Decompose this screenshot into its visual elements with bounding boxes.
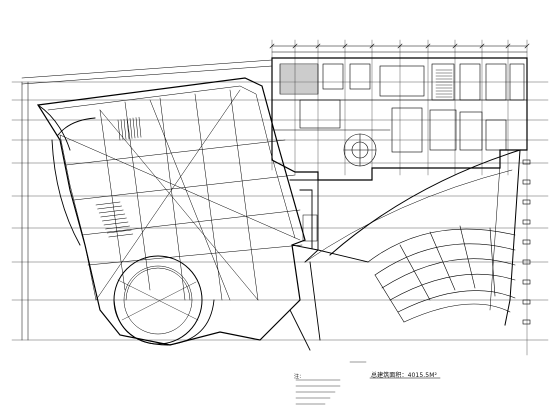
left-curved-facade [37, 104, 96, 246]
left-dimension [21, 81, 29, 341]
horizontal-grid-lines [11, 81, 549, 341]
right-curved-wing [304, 149, 521, 326]
right-block-inner-hatch [279, 65, 453, 98]
top-dimension-ticks [269, 43, 530, 49]
stair-left [95, 116, 142, 238]
lower-edge [289, 244, 369, 351]
right-block-outline [271, 57, 528, 181]
top-dimension-lines [21, 45, 528, 85]
right-columns [522, 159, 531, 325]
spiral-rotunda [113, 255, 215, 346]
fan-seating [367, 225, 516, 323]
vertical-grid-lines [271, 39, 528, 356]
note-label: 注： [294, 374, 305, 380]
notes-block [295, 361, 441, 405]
total-area-label: 总建筑面积：4015.5M² [371, 372, 437, 379]
left-block-inner [47, 85, 303, 301]
central-spiral-stair [343, 133, 377, 167]
connecting-corridor [289, 179, 319, 263]
left-block-outline [36, 77, 306, 346]
right-block-rooms [271, 63, 528, 153]
